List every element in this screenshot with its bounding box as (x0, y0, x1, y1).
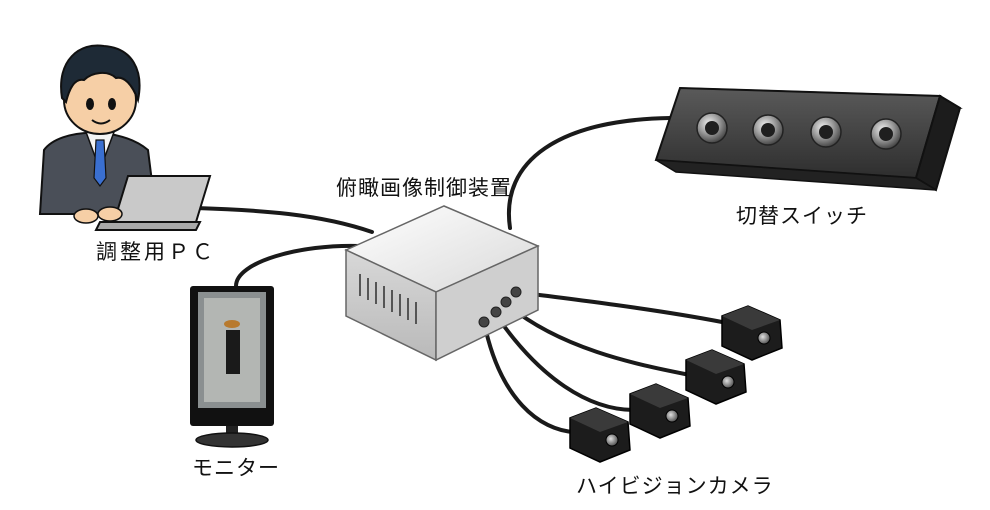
cable-monitor-device (234, 243, 362, 288)
person-with-laptop-icon (38, 44, 212, 231)
camera-3 (629, 383, 691, 439)
cable-camera-2 (502, 300, 692, 377)
switch-label: 切替スイッチ (736, 204, 868, 228)
camera-2 (685, 349, 747, 405)
control-box-icon (344, 205, 540, 362)
cable-camera-3 (492, 310, 636, 412)
cable-camera-1 (514, 290, 724, 324)
cable-camera-4 (482, 320, 576, 434)
device-label: 俯瞰画像制御装置 (336, 176, 512, 200)
camera-label: ハイビジョンカメラ (576, 474, 774, 498)
switch-panel-icon (654, 86, 963, 192)
camera-4 (569, 407, 631, 463)
cable-pc-device (194, 206, 374, 234)
cable-switch-device (506, 116, 672, 230)
monitor-label: モニター (192, 456, 280, 480)
monitor-icon (190, 286, 274, 448)
pc-label: 調整用ＰＣ (96, 240, 216, 264)
camera-1 (721, 305, 783, 361)
cables (194, 116, 724, 434)
